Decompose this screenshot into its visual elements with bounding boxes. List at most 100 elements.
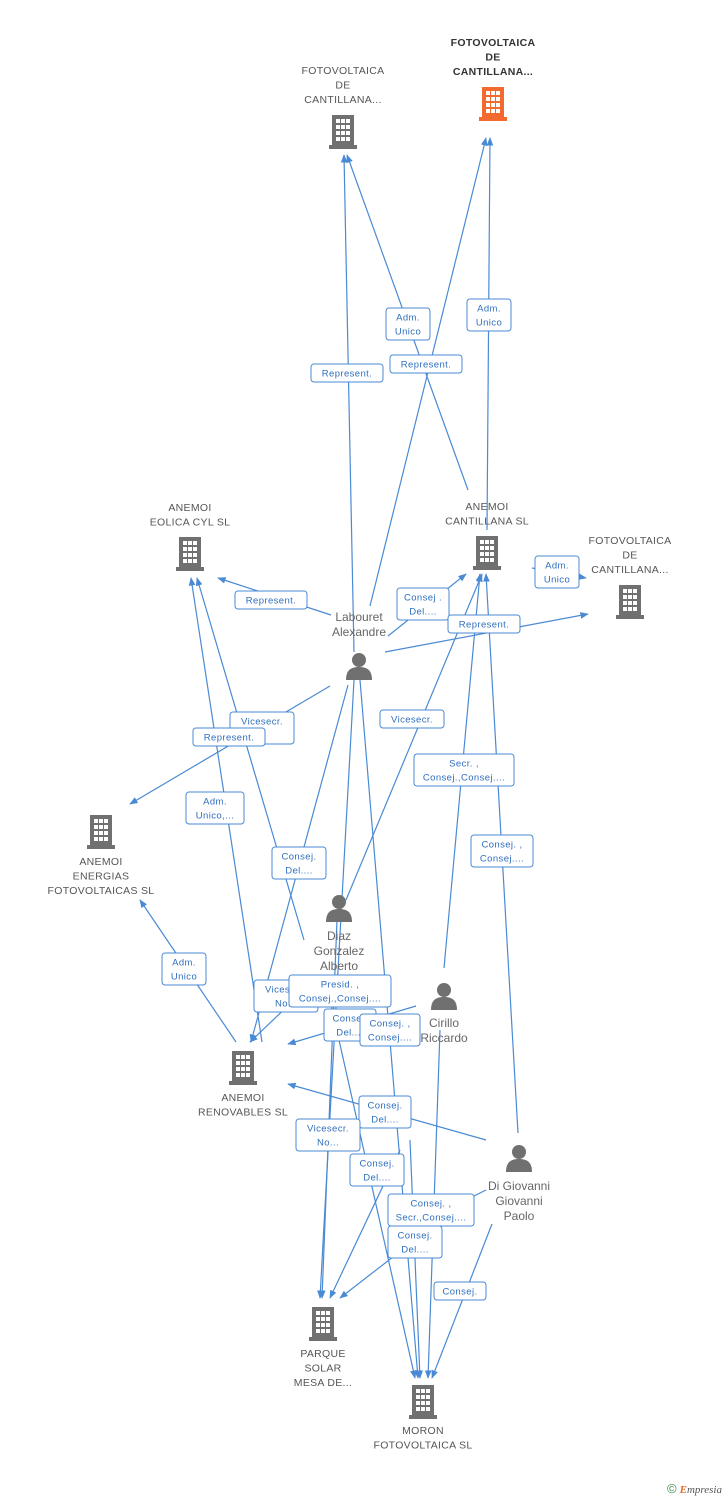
building-icon [309,1307,337,1341]
edge-label-text: Adm. [545,561,569,572]
person-icon [431,983,457,1010]
edge-label-text: Consej. [359,1159,394,1170]
company-node-c5[interactable]: FOTOVOLTAICADECANTILLANA... [589,535,672,619]
edge-label-e25[interactable]: Consej.Del.... [387,1225,443,1259]
edge-label-text: Vicesecr. [307,1124,349,1135]
edge-label-e3[interactable]: Represent. [389,354,463,374]
edge-label-text: Del.... [285,866,313,877]
edge-label-text: Consej.... [480,854,524,865]
edge-label-e13[interactable]: Adm.Unico,... [185,791,245,825]
edge-label-text: Del.... [371,1115,399,1126]
edge-label-text: Consej. [367,1101,402,1112]
edge-label-text: Vicesecr. [265,985,307,996]
relationship-edge [409,1139,424,1379]
edge-label-e18[interactable]: Presid. ,Consej.,Consej.... [288,974,392,1008]
edge-label-text: Represent. [459,620,509,631]
edge-label-text: No... [275,999,297,1010]
edge-label-e14[interactable]: Consej. Del.... [271,846,327,880]
relationship-edge [329,999,417,1379]
company-label: CANTILLANA... [453,66,533,78]
company-label: ANEMOI [221,1092,264,1104]
edge-label-text: Secr.,Consej.... [396,1213,467,1224]
company-label: CANTILLANA... [304,94,381,106]
company-node-c7[interactable]: ANEMOI RENOVABLES SL [198,1051,288,1119]
edge-label-e15[interactable]: Consej. , Consej.... [470,834,534,868]
company-label: ANEMOI [79,856,122,868]
building-icon [87,815,115,849]
edge-label-text: Unico [476,318,502,329]
person-label: Alexandre [332,625,386,639]
company-node-c2[interactable]: FOTOVOLTAICADECANTILLANA... [451,37,536,121]
edge-label-text: Adm. [396,313,420,324]
person-label: Alberto [320,959,358,973]
edge-label-text: Vicesecr. [391,715,433,726]
edge-label-text: Consej . [404,593,442,604]
edge-label-e1[interactable]: Represent. [310,363,384,383]
edge-label-e26[interactable]: Consej. [433,1281,487,1301]
edge-label-e23[interactable]: Consej.Del.... [349,1153,405,1187]
edge-label-text: Consej. [397,1231,432,1242]
relationship-edge [486,137,494,531]
company-node-c1[interactable]: FOTOVOLTAICADECANTILLANA... [302,65,385,149]
edge-label-text: Unico,... [196,811,234,822]
edge-label-text: Del.... [409,607,437,618]
edge-label-e7[interactable]: Adm.Unico [534,555,580,589]
edge-label-e24[interactable]: Consej. , Secr.,Consej.... [387,1193,475,1227]
company-label: FOTOVOLTAICAS SL [48,885,155,897]
edge-label-e20[interactable]: Consej. ,Consej.... [359,1013,421,1047]
edge-label-e6[interactable]: Consej . Del.... [396,587,450,621]
edge-label-text: Consej.,Consej.... [423,773,505,784]
edge-label-e11[interactable]: Vicesecr. [379,709,445,729]
building-icon [176,537,204,571]
edge-label-text: Consej. , [481,840,522,851]
nodes-layer: FOTOVOLTAICADECANTILLANA...FOTOVOLTAICAD… [48,37,672,1452]
edge-label-e2[interactable]: Adm.Unico [385,307,431,341]
building-icon [616,585,644,619]
edge-label-text: Consej. [281,852,316,863]
person-label: Di Giovanni [488,1179,550,1193]
copyright-icon: © [666,1481,677,1496]
person-label: Riccardo [420,1031,468,1045]
edge-label-text: Consej. , [410,1199,451,1210]
person-label: Cirillo [429,1016,459,1030]
person-label: Labouret [335,610,383,624]
company-label: FOTOVOLTAICA [589,535,672,547]
edge-label-text: Adm. [172,958,196,969]
edge-label-e21[interactable]: Consej. Del.... [358,1095,412,1129]
edge-label-text: Consej. [442,1287,477,1298]
edge-label-e12[interactable]: Secr. ,Consej.,Consej.... [413,753,515,787]
company-label: CANTILLANA SL [445,516,529,528]
edge-label-text: Consej.,Consej.... [299,994,381,1005]
edge-label-text: Represent. [204,733,254,744]
company-label: MESA DE... [294,1377,352,1389]
brand-logo[interactable]: Empresia [679,1484,722,1496]
edge-label-text: Del.... [336,1028,364,1039]
company-label: RENOVABLES SL [198,1107,288,1119]
edge-label-text: Vicesecr. [241,717,283,728]
relationship-edge [431,1223,493,1379]
edge-label-e5[interactable]: Represent. [234,590,308,610]
edge-label-e16[interactable]: Adm.Unico [161,952,207,986]
company-label: DE [622,550,637,562]
relationship-edge [340,154,355,653]
company-label: FOTOVOLTAICA [451,37,536,49]
person-icon [326,895,352,922]
edge-label-text: Consej.... [368,1033,412,1044]
edge-label-e8[interactable]: Represent. [447,614,521,634]
company-label: MORON [402,1425,444,1437]
edge-label-text: Represent. [401,360,451,371]
building-icon [409,1385,437,1419]
copyright-notice: © Empresia [667,1481,722,1496]
edge-label-e22[interactable]: Vicesecr.No... [295,1118,361,1152]
edge-label-e10[interactable]: Represent. [192,727,266,747]
edge-label-e4[interactable]: Adm.Unico [466,298,512,332]
